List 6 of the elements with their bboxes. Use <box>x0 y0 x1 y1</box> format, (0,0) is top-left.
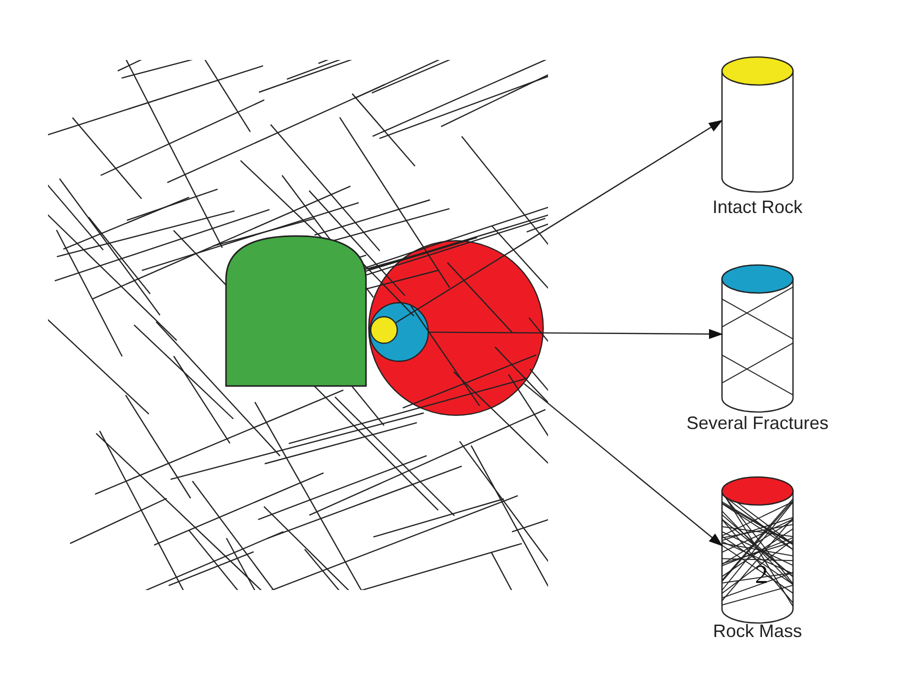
cylinder-label: Several Fractures <box>686 413 829 434</box>
cylinder-label: Intact Rock <box>712 197 803 218</box>
arrow <box>524 383 723 546</box>
arrow <box>396 120 723 324</box>
arrow <box>429 329 723 339</box>
cylinder-label: Rock Mass <box>713 621 802 642</box>
